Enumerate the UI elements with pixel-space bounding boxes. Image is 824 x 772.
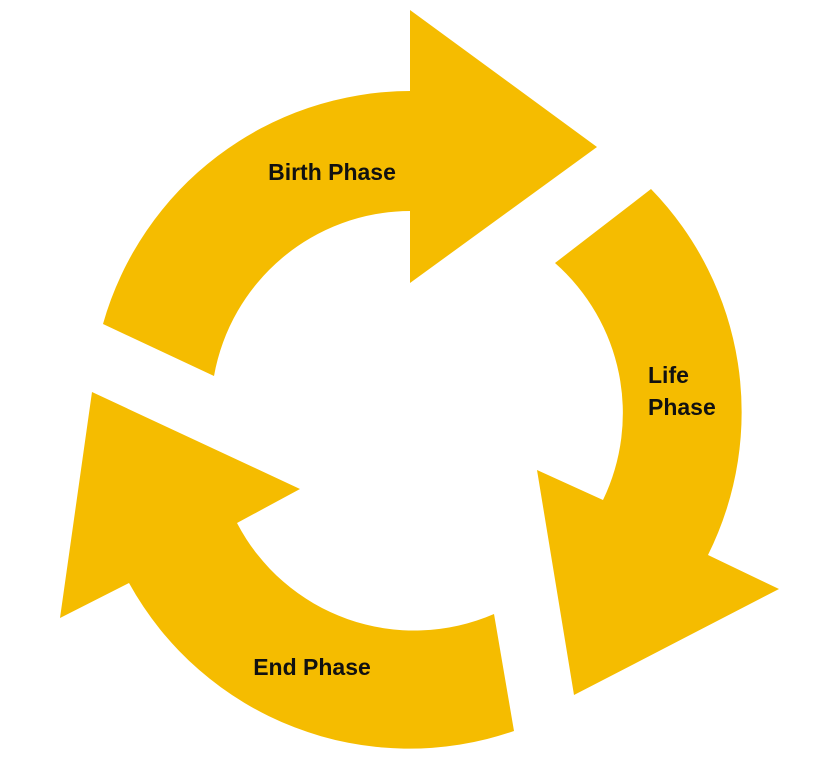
birth-phase-label: Birth Phase [268, 159, 396, 185]
end-phase-label: End Phase [253, 654, 371, 680]
life-phase-label-line2: Phase [648, 394, 716, 420]
end-phase-arrow [60, 392, 514, 749]
birth-phase-arrow [103, 10, 597, 376]
life-phase-label-line1: Life [648, 362, 689, 388]
life-phase-arrow [537, 189, 779, 695]
